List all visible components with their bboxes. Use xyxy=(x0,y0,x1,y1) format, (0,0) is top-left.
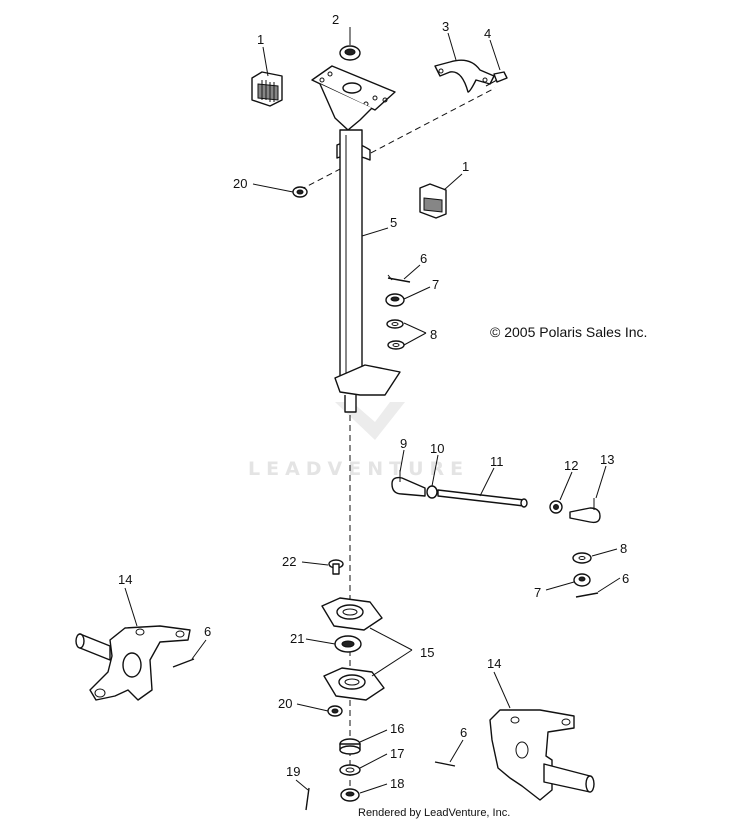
callout-9: 9 xyxy=(400,436,407,451)
part-20-nut-lower[interactable] xyxy=(327,705,343,717)
callout-16: 16 xyxy=(390,721,404,736)
part-17-washer[interactable] xyxy=(339,764,361,776)
callout-19: 19 xyxy=(286,764,300,779)
part-4-bolt[interactable] xyxy=(485,71,508,87)
part-20-nut-upper[interactable] xyxy=(292,186,308,198)
callout-6: 6 xyxy=(460,725,467,740)
callout-14: 14 xyxy=(487,656,501,671)
part-16-bushing[interactable] xyxy=(339,738,361,755)
callout-20: 20 xyxy=(278,696,292,711)
rendered-by-text: Rendered by LeadVenture, Inc. xyxy=(358,807,510,819)
part-1-bushing-lower[interactable] xyxy=(419,183,447,219)
part-13-tie-rod-end[interactable] xyxy=(569,498,601,524)
part-8-washers-upper[interactable] xyxy=(386,319,405,350)
callout-20: 20 xyxy=(233,176,247,191)
part-15-bearing-flange-upper[interactable] xyxy=(321,597,383,631)
watermark-text: LEADVENTURE xyxy=(248,458,469,480)
alignment-line-bolt xyxy=(299,87,496,191)
callout-1: 1 xyxy=(257,32,264,47)
callout-18: 18 xyxy=(390,776,404,791)
callout-12: 12 xyxy=(564,458,578,473)
part-7-castle-nut-upper[interactable] xyxy=(385,293,405,307)
callout-6: 6 xyxy=(622,571,629,586)
part-7-castle-nut-right[interactable] xyxy=(573,573,591,587)
part-18-castle-nut[interactable] xyxy=(340,788,360,802)
part-3-clamp[interactable] xyxy=(434,59,495,93)
callout-7: 7 xyxy=(534,585,541,600)
callout-22: 22 xyxy=(282,554,296,569)
callout-6: 6 xyxy=(420,251,427,266)
part-19-cotter-pin[interactable] xyxy=(305,787,310,811)
callout-8: 8 xyxy=(430,327,437,342)
part-6-cotter-pin-lower[interactable] xyxy=(434,761,456,767)
callout-5: 5 xyxy=(390,215,397,230)
callout-14: 14 xyxy=(118,572,132,587)
callout-2: 2 xyxy=(332,12,339,27)
part-12-jam-nut[interactable] xyxy=(549,500,563,514)
callout-17: 17 xyxy=(390,746,404,761)
part-5-steering-column[interactable] xyxy=(311,65,401,413)
callout-8: 8 xyxy=(620,541,627,556)
part-21-bearing[interactable] xyxy=(334,635,362,653)
callout-1: 1 xyxy=(462,159,469,174)
callout-6: 6 xyxy=(204,624,211,639)
callout-13: 13 xyxy=(600,452,614,467)
part-1-bushing-upper[interactable] xyxy=(251,71,283,107)
part-22-pin[interactable] xyxy=(328,559,344,575)
copyright-text: © 2005 Polaris Sales Inc. xyxy=(490,324,647,340)
callout-3: 3 xyxy=(442,19,449,34)
part-6-cotter-pin-right[interactable] xyxy=(575,592,599,598)
part-15-bearing-flange-lower[interactable] xyxy=(323,667,385,701)
callout-21: 21 xyxy=(290,631,304,646)
callout-11: 11 xyxy=(490,454,504,469)
callout-labels: 1 2 3 4 20 1 5 6 7 8 9 10 11 12 13 22 8 … xyxy=(118,12,629,791)
callout-10: 10 xyxy=(430,441,444,456)
part-2-nut[interactable] xyxy=(339,45,361,61)
leader-lines xyxy=(124,27,621,794)
callout-7: 7 xyxy=(432,277,439,292)
part-6-cotter-pin-left[interactable] xyxy=(172,658,195,668)
callout-15: 15 xyxy=(420,645,434,660)
part-10-jam-nut[interactable] xyxy=(426,485,438,499)
part-9-tie-rod-end[interactable] xyxy=(391,470,426,497)
part-14-spindle-left[interactable] xyxy=(75,625,191,701)
part-11-tie-rod[interactable] xyxy=(437,489,528,508)
callout-4: 4 xyxy=(484,26,491,41)
part-14-spindle-right[interactable] xyxy=(489,709,595,801)
part-6-cotter-pin-upper[interactable] xyxy=(387,274,411,283)
part-8-washer-right[interactable] xyxy=(572,552,592,564)
